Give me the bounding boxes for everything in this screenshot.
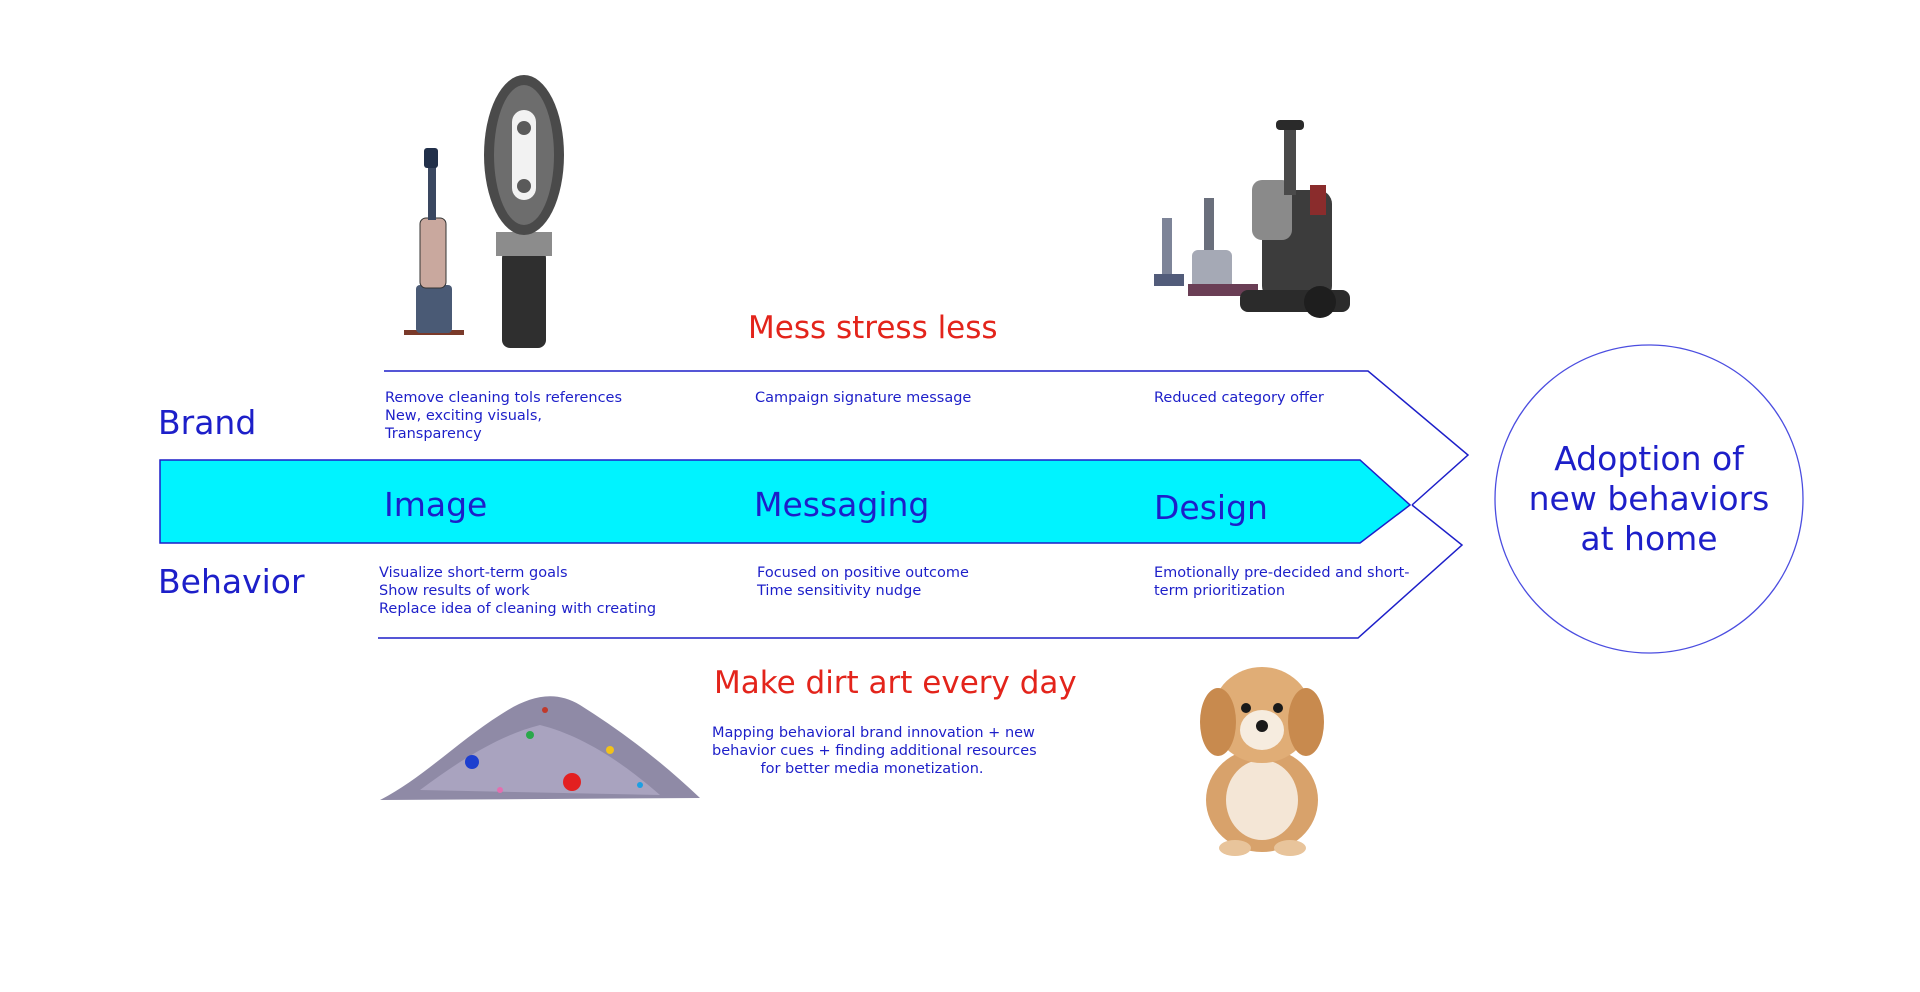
puppy-image: [1200, 667, 1324, 856]
stage-label-image: Image: [384, 485, 488, 524]
brand-note-line: New, exciting visuals,: [385, 408, 542, 424]
brand-note-line: Campaign signature message: [755, 390, 972, 406]
behavior-note-line: Show results of work: [379, 583, 530, 599]
brand-notes-design: Reduced category offer: [1154, 389, 1324, 407]
summary-note-line: behavior cues + finding additional resou…: [712, 743, 1037, 759]
behavior-notes-image: Visualize short-term goals Show results …: [379, 564, 656, 618]
summary-note-line: Mapping behavioral brand innovation + ne…: [712, 725, 1035, 741]
brand-notes-image: Remove cleaning tols references New, exc…: [385, 389, 622, 443]
row-label-behavior: Behavior: [158, 562, 305, 601]
behavior-note-line: Visualize short-term goals: [379, 565, 568, 581]
behavior-note-line: Replace idea of cleaning with creating: [379, 601, 657, 617]
brand-notes-messaging: Campaign signature message: [755, 389, 971, 407]
behavior-note-line: Time sensitivity nudge: [757, 583, 922, 599]
headline-top: Mess stress less: [748, 310, 998, 346]
behavior-note-line: Emotionally pre-decided and short-: [1154, 565, 1410, 581]
brand-note-line: Remove cleaning tols references: [385, 390, 623, 406]
outcome-circle: [1494, 344, 1804, 654]
behavior-arrow-outline: [378, 504, 1464, 639]
behavior-notes-messaging: Focused on positive outcome Time sensiti…: [757, 564, 969, 600]
brand-note-line: Transparency: [385, 426, 482, 442]
outcome-circle-label: Adoption of new behaviors at home: [1494, 344, 1804, 654]
summary-note-line: for better media monetization.: [760, 761, 984, 777]
brand-arrow-outline: [384, 370, 1470, 506]
behavior-note-line: term prioritization: [1154, 583, 1286, 599]
carpet-cleaner-image: [1154, 120, 1350, 318]
stage-label-design: Design: [1154, 488, 1268, 527]
cyan-band-arrow: [159, 459, 1412, 544]
outcome-line: new behaviors: [1528, 479, 1770, 518]
outcome-line: Adoption of: [1554, 439, 1744, 478]
summary-note: Mapping behavioral brand innovation + ne…: [712, 724, 1037, 778]
behavior-note-line: Focused on positive outcome: [757, 565, 969, 581]
row-label-brand: Brand: [158, 403, 257, 442]
outcome-line: at home: [1580, 519, 1718, 558]
dust-pile-image: [380, 696, 700, 800]
behavior-notes-design: Emotionally pre-decided and short- term …: [1154, 564, 1410, 600]
headline-bottom: Make dirt art every day: [714, 665, 1077, 701]
stage-label-messaging: Messaging: [754, 485, 930, 524]
brand-note-line: Reduced category offer: [1154, 390, 1324, 406]
vacuum-and-brush-image: [404, 75, 564, 348]
